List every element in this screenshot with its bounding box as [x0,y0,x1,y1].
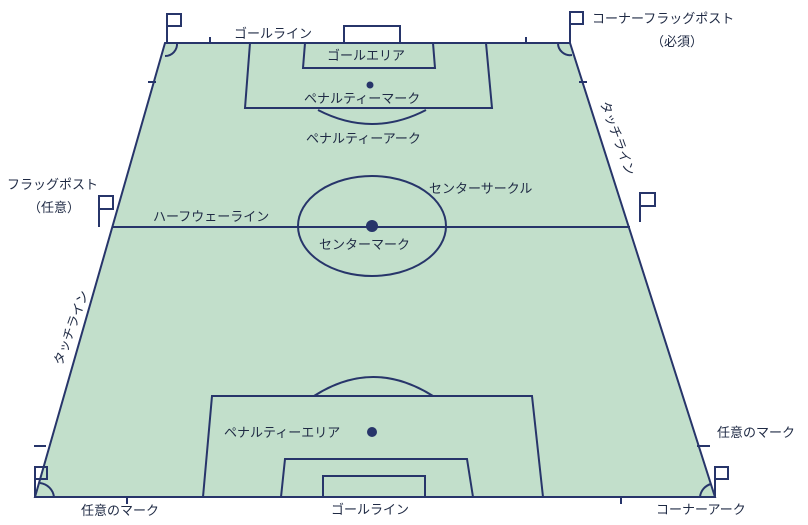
label-goal-line-bottom: ゴールライン [331,502,409,518]
penalty-arc-bottom [313,376,434,397]
label-optional-mark-right: 任意のマーク [717,425,795,441]
goal-area-bottom [280,458,474,498]
penalty-mark-top [366,81,374,89]
label-penalty-arc-top: ペナルティーアーク [306,132,421,147]
corner-arc [699,483,712,498]
goal-top [343,25,401,43]
label-center-mark: センターマーク [319,238,410,253]
label-goal-line-top: ゴールライン [234,26,312,42]
label-center-circle: センターサークル [429,182,532,197]
label-optional-mark-left: 任意のマーク [81,503,159,519]
center-mark [366,220,378,232]
center-circle [297,175,447,277]
corner-flag-icon [166,13,182,43]
goal-area-top [301,42,437,69]
label-flag-post: フラッグポスト [7,178,98,193]
corner-arc [164,42,179,58]
label-corner-flag-post: コーナーフラッグポスト [592,12,734,27]
halfway-flag-icon [98,195,114,227]
pitch-markings [34,11,729,504]
penalty-area-top [243,42,494,109]
penalty-area-bottom [202,395,544,498]
label-goal-area-top: ゴールエリア [327,48,405,64]
corner-arc [39,482,55,498]
corner-flag-icon [714,466,729,497]
label-flag-optional: （任意） [28,200,80,216]
label-penalty-area-bottom: ペナルティーエリア [224,426,340,441]
corner-flag-icon [569,11,584,43]
halfway-flag-icon [639,192,656,222]
corner-flag-icon [34,466,48,497]
label-halfway-line: ハーフウェーライン [153,210,269,225]
corner-arc [556,42,573,57]
label-corner-arc: コーナーアーク [656,503,746,518]
label-penalty-mark-top: ペナルティーマーク [304,92,420,107]
goal-bottom [322,475,426,498]
penalty-arc-top [317,109,427,125]
label-corner-flag-required: （必須） [651,35,703,50]
penalty-mark-bottom [367,427,377,437]
